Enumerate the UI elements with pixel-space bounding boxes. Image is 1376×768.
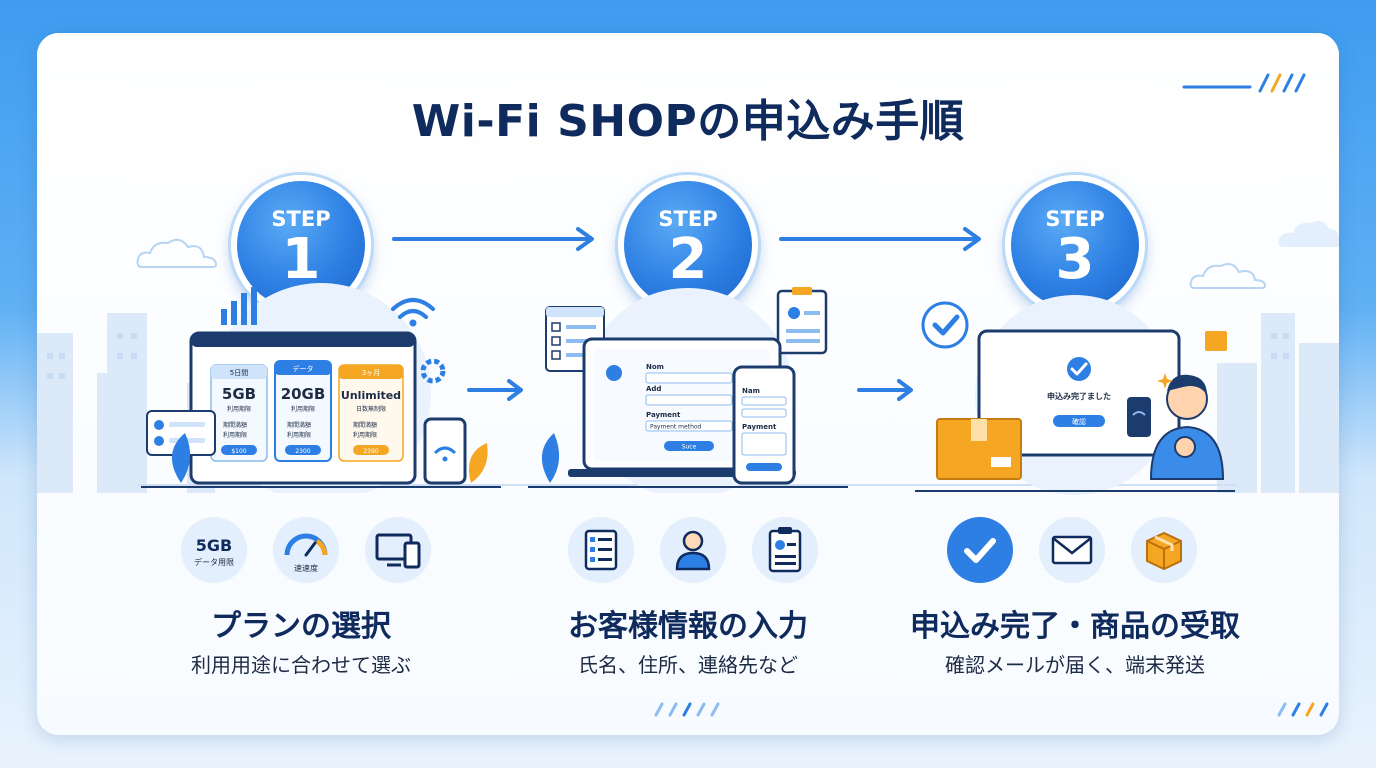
step-label: STEP bbox=[1045, 207, 1105, 231]
main-card: Wi-Fi SHOPの申込み手順 STEP 1 bbox=[37, 33, 1339, 735]
plan-name: 20GB bbox=[281, 385, 326, 403]
phone-name-label: Nam bbox=[742, 387, 760, 395]
form-payment-label: Payment bbox=[646, 411, 681, 419]
plan-price: $100 bbox=[231, 448, 246, 455]
step-number: 1 bbox=[281, 227, 321, 292]
step-3-badge: STEP 3 bbox=[1005, 175, 1145, 315]
check-icon bbox=[947, 517, 1013, 583]
confirm-button: 確認 bbox=[1072, 417, 1086, 426]
user-icon bbox=[660, 517, 726, 583]
arrow-right-icon bbox=[779, 227, 981, 251]
step-number: 3 bbox=[1055, 227, 1095, 292]
step-3-description: 確認メールが届く、端末発送 bbox=[945, 653, 1205, 677]
arrow-right-icon bbox=[857, 379, 913, 401]
cloud-icon bbox=[1278, 221, 1339, 247]
package-icon bbox=[1131, 517, 1197, 583]
phone-payment-label: Payment bbox=[742, 423, 777, 431]
info-entry-illustration: Nom Add Payment Payment method Suce Nam … bbox=[528, 287, 848, 493]
plan-top: 5日間 bbox=[230, 369, 248, 377]
plan-feature: 期間満額 bbox=[223, 421, 247, 429]
data-limit-caption: データ用限 bbox=[194, 557, 234, 567]
plan-name: 5GB bbox=[222, 385, 256, 403]
plan-feature: 期間満額 bbox=[287, 421, 311, 429]
step-3: STEP 3 申込み完了ました 確認 bbox=[855, 33, 1295, 693]
plan-subtitle: 利用期限 bbox=[291, 405, 315, 413]
mail-icon bbox=[1039, 517, 1105, 583]
form-name-label: Nom bbox=[646, 363, 664, 371]
plan-price: 2300 bbox=[295, 448, 310, 455]
step-1-heading: プランの選択 bbox=[211, 609, 391, 644]
plan-top: 3ヶ月 bbox=[362, 369, 380, 377]
stripe-decoration-bottom-right bbox=[1277, 702, 1329, 717]
plan-selection-illustration: 5日間 5GB 利用期限 期間満額 利用期限 $100 データ 20GB 利用期… bbox=[141, 283, 501, 493]
step-2-description: 氏名、住所、連絡先など bbox=[578, 653, 798, 677]
clipboard-icon bbox=[752, 517, 818, 583]
plan-subtitle: 日数無制限 bbox=[356, 405, 386, 413]
payment-method-select: Payment method bbox=[650, 424, 702, 431]
step-2-icons bbox=[568, 517, 828, 587]
speed-caption: 速速度 bbox=[294, 563, 318, 573]
form-list-icon bbox=[568, 517, 634, 583]
cloud-icon bbox=[1189, 263, 1267, 289]
plan-feature: 期間満額 bbox=[353, 421, 377, 429]
step-number: 2 bbox=[668, 227, 708, 292]
plan-feature: 利用期限 bbox=[353, 431, 377, 439]
cloud-icon bbox=[136, 238, 218, 268]
step-1-description: 利用用途に合わせて選ぶ bbox=[191, 653, 411, 677]
step-2-heading: お客様情報の入力 bbox=[568, 609, 808, 644]
plan-top: データ bbox=[293, 364, 314, 373]
step-3-icons bbox=[947, 517, 1207, 587]
stripe-decoration-bottom bbox=[654, 702, 720, 717]
plan-name: Unlimited bbox=[341, 389, 401, 402]
confirmation-text: 申込み完了ました bbox=[1047, 391, 1111, 401]
form-address-label: Add bbox=[646, 385, 661, 393]
arrow-right-icon bbox=[467, 379, 523, 401]
plan-subtitle: 利用期限 bbox=[227, 405, 251, 413]
stripe-decoration-top-right bbox=[1182, 73, 1306, 93]
page-title: Wi-Fi SHOPの申込み手順 bbox=[411, 96, 965, 147]
devices-icon bbox=[365, 517, 431, 583]
step-1-icons: 5GB データ用限 速速度 bbox=[181, 517, 441, 587]
step-1: STEP 1 5日間 5GB 利用期限 期間満額 利用期限 bbox=[81, 33, 521, 693]
plan-feature: 利用期限 bbox=[287, 431, 311, 439]
step-label: STEP bbox=[658, 207, 718, 231]
speed-gauge-icon: 速速度 bbox=[273, 517, 339, 583]
plan-price: 2390 bbox=[363, 448, 378, 455]
step-3-heading: 申込み完了・商品の受取 bbox=[910, 609, 1240, 644]
data-limit-text: 5GB bbox=[196, 536, 232, 555]
step-label: STEP bbox=[271, 207, 331, 231]
form-submit-button: Suce bbox=[682, 444, 697, 451]
step-2: STEP 2 Nom Add Payment bbox=[468, 33, 908, 693]
arrow-right-icon bbox=[392, 227, 594, 251]
completion-illustration: 申込み完了ました 確認 bbox=[915, 295, 1235, 495]
plan-feature: 利用期限 bbox=[223, 431, 247, 439]
data-limit-icon: 5GB データ用限 bbox=[181, 517, 247, 583]
